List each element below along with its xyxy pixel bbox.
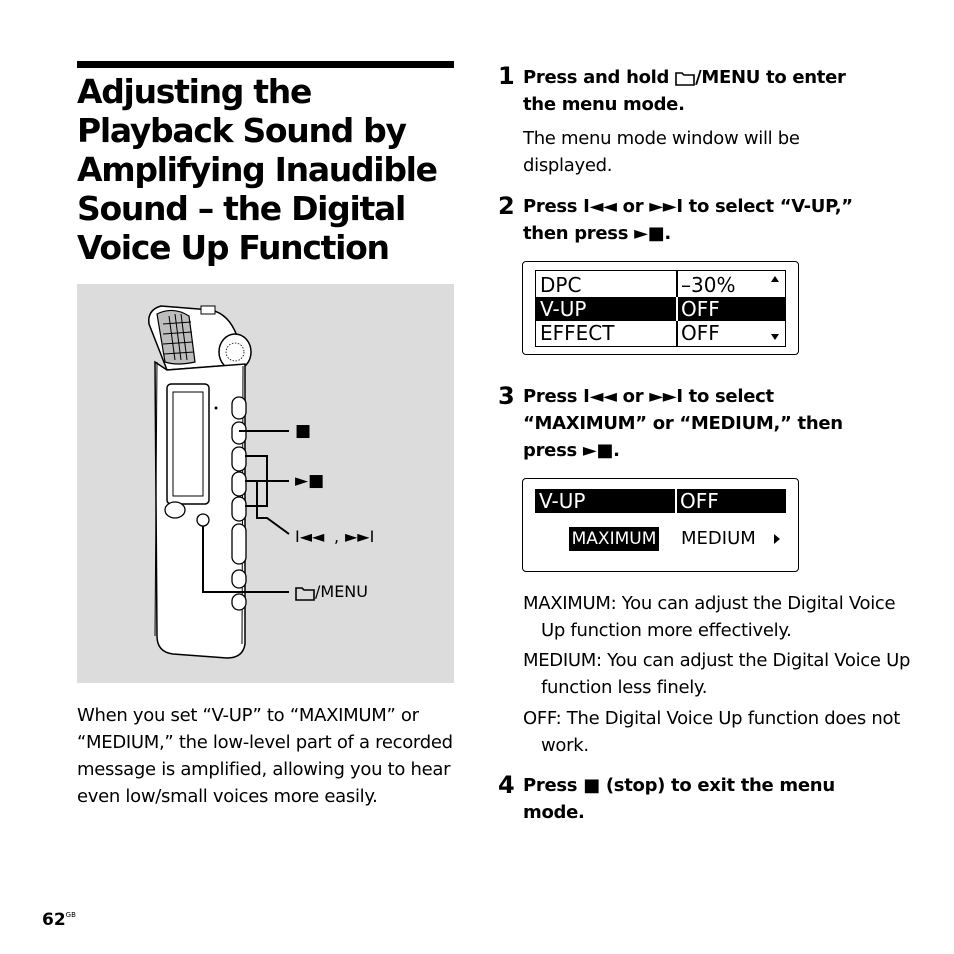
prev-icon: I◄◄ [583, 386, 617, 407]
stop-icon: ■ [583, 775, 600, 796]
page-number-suffix: GB [65, 911, 76, 919]
menu-row-label: EFFECT [540, 321, 615, 345]
play-stop-icon: ►■ [634, 223, 665, 244]
stop-button-label: ■ [295, 421, 312, 441]
vup-header-row: V-UP OFF [535, 489, 786, 513]
menu-row-effect: EFFECT OFF [536, 321, 785, 345]
scroll-up-icon [771, 276, 779, 282]
step-1-number: 1 [498, 62, 515, 90]
menu-row-vup: V-UP OFF [536, 297, 785, 321]
menu-screen-2: V-UP OFF MAXIMUM MEDIUM [522, 478, 799, 572]
step-1-text-a: Press and hold [523, 67, 676, 88]
step-1-text-b: /MENU to enter the menu mode. [523, 67, 846, 115]
step-4-text-b: (stop) to exit the menu mode. [523, 775, 835, 823]
page-number: 62GB [42, 910, 76, 930]
folder-icon [675, 72, 695, 86]
column-divider-selected [676, 297, 678, 321]
step-3-text-a: Press [523, 386, 584, 407]
menu-button-label: /MENU [295, 583, 368, 601]
step-2-text-b: to select “V-UP,” then press [523, 196, 853, 244]
scroll-down-icon [771, 334, 779, 340]
menu-label-text: /MENU [315, 582, 368, 601]
option-desc-maximum: MAXIMUM: You can adjust the Digital Voic… [523, 593, 896, 641]
step-3-text-b: to select “MAXIMUM” or “MEDIUM,” then pr… [523, 386, 843, 461]
recorder-drawing [148, 305, 290, 659]
menu-row-value: OFF [681, 321, 720, 345]
vup-header-label: V-UP [539, 489, 586, 513]
intro-paragraph: When you set “V-UP” to “MAXIMUM” or “MED… [77, 705, 453, 807]
play-stop-icon: ►■ [582, 440, 614, 461]
step-3-or: or [616, 386, 650, 407]
label-separator: , [334, 527, 340, 546]
step-2-number: 2 [498, 192, 515, 220]
prev-icon: I◄◄ [583, 196, 617, 217]
step-4-instruction: Press ■ (stop) to exit the menu mode. [523, 772, 883, 826]
page-number-value: 62 [42, 910, 66, 930]
microphone-icon [148, 305, 252, 371]
menu-row-dpc: DPC –30% [536, 273, 785, 297]
next-button-label: ►►I [345, 527, 375, 546]
menu-screen-1-frame: DPC –30% V-UP OFF EFFECT OFF [535, 270, 786, 347]
menu-row-value: –30% [681, 273, 736, 297]
step-1-result: The menu mode window will be displayed. [523, 128, 800, 176]
prev-button-label: I◄◄ [295, 527, 325, 546]
option-medium: MEDIUM [681, 528, 756, 549]
next-icon: ►►I [649, 386, 683, 407]
step-1-instruction: Press and hold /MENU to enter the menu m… [523, 64, 883, 118]
step-2-or: or [616, 196, 650, 217]
step-2-instruction: Press I◄◄ or ►►I to select “V-UP,” then … [523, 193, 883, 247]
page-title: Adjusting the Playback Sound by Amplifyi… [77, 72, 438, 267]
menu-screen-1: DPC –30% V-UP OFF EFFECT OFF [522, 261, 799, 355]
step-3-instruction: Press I◄◄ or ►►I to select “MAXIMUM” or … [523, 383, 853, 464]
title-rule [77, 61, 454, 68]
step-3-end: . [613, 440, 620, 461]
step-4-text-a: Press [523, 775, 584, 796]
menu-row-label: V-UP [540, 297, 587, 321]
column-divider [675, 489, 677, 513]
step-2-text-a: Press [523, 196, 584, 217]
step-3-number: 3 [498, 382, 515, 410]
next-icon: ►►I [649, 196, 683, 217]
play-stop-button-label: ►■ [295, 471, 325, 491]
option-maximum: MAXIMUM [569, 527, 659, 551]
chevron-right-icon [774, 534, 780, 544]
menu-row-label: DPC [540, 273, 582, 297]
recorder-illustration: ■ ►■ I◄◄ , ►►I /MENU [77, 284, 454, 683]
menu-row-value: OFF [681, 297, 720, 321]
option-desc-medium: MEDIUM: You can adjust the Digital Voice… [523, 650, 911, 698]
vup-header-value: OFF [680, 489, 719, 513]
step-2-end: . [664, 223, 671, 244]
folder-icon [295, 586, 315, 601]
option-desc-off: OFF: The Digital Voice Up function does … [523, 708, 900, 756]
step-4-number: 4 [498, 771, 515, 799]
